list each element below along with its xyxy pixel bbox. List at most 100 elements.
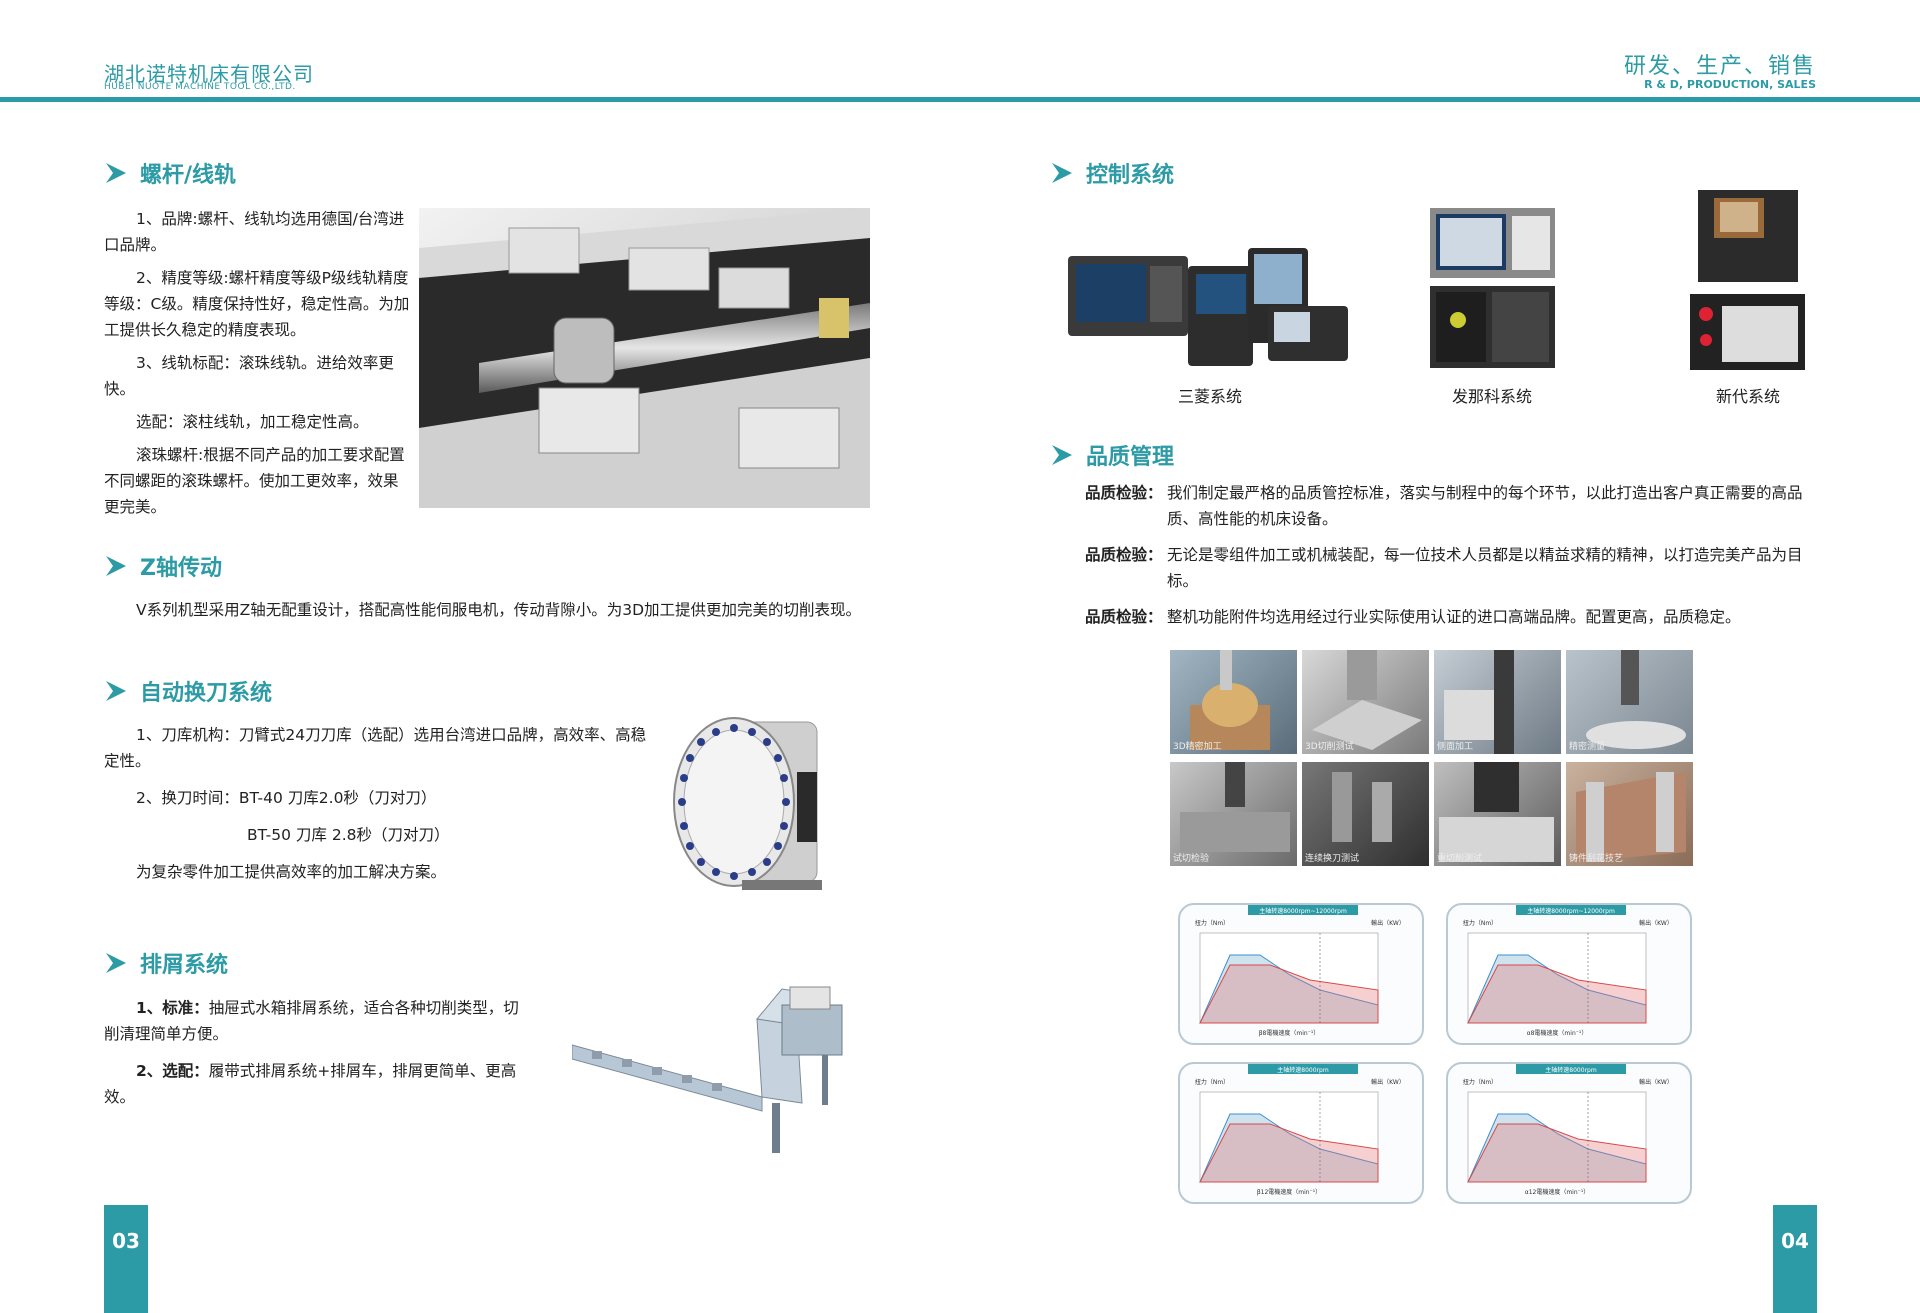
tool-magazine-photo	[672, 712, 842, 902]
chart-title-bar	[1248, 1064, 1358, 1074]
gallery-photo: 连续换刀测试	[1302, 762, 1429, 866]
quality-photo-gallery: 3D精密加工 3D切削测试 侧面加工 精密测量 试切检验 连续换刀测试 重切削测…	[1170, 650, 1695, 866]
chart-ylabel-right: 輸出（KW）	[1371, 919, 1405, 927]
chevron-right-icon	[106, 953, 126, 973]
power-curve	[1467, 1123, 1647, 1183]
gallery-label: 铸件刮花技艺	[1569, 854, 1624, 864]
quality-label: 品质检验：	[1085, 484, 1163, 502]
quality-item: 品质检验： 我们制定最严格的品质管控标准，落实与制程中的每个环节，以此打造出客户…	[1085, 480, 1820, 532]
chart-title-bar	[1248, 905, 1358, 915]
chart-title-bar	[1516, 905, 1626, 915]
section-title: 控制系统	[1086, 163, 1175, 188]
paragraph: 2、精度等级:螺杆精度等级P级线轨精度等级：C级。精度保持性好，稳定性高。为加工…	[104, 269, 410, 339]
syntec-controller-image	[1690, 190, 1805, 370]
chart-xlabel: β8電機速度（min⁻¹）	[1259, 1029, 1320, 1037]
text: 履带式排屑系统+排屑车，排屑更简单、更高效。	[104, 1062, 517, 1106]
section-title: 螺杆/线轨	[140, 163, 237, 188]
caption-mitsubishi: 三菱系统	[1177, 387, 1242, 406]
chart-ylabel-left: 扭力（Nm）	[1195, 1078, 1229, 1086]
paragraph: 2、换刀时间：BT-40 刀库2.0秒（刀对刀）	[136, 789, 437, 807]
power-chart: 主轴转速8000rpm 扭力（Nm） 輸出（KW） β12電機速度（min⁻¹）	[1178, 1062, 1424, 1204]
paragraph: 1、标准：抽屉式水箱排屑系统，适合各种切削类型，切削清理简单方便。	[104, 995, 534, 1047]
quality-text: 整机功能附件均选用经过行业实际使用认证的进口高端品牌。配置更高，品质稳定。	[1167, 608, 1741, 626]
chart-ylabel-right: 輸出（KW）	[1639, 919, 1673, 927]
section-screw-heading: 螺杆/线轨	[104, 157, 236, 189]
chart-xlabel: β12電機速度（min⁻¹）	[1257, 1188, 1321, 1196]
section-control-heading: 控制系统	[1050, 157, 1174, 189]
section-title: 品质管理	[1086, 445, 1175, 470]
linear-guide-photo	[419, 208, 870, 508]
chart-ylabel-right: 輸出（KW）	[1639, 1078, 1673, 1086]
company-name-en: HUBEI NUOTE MACHINE TOOL CO.,LTD.	[104, 82, 296, 92]
header-divider	[0, 97, 1920, 102]
gallery-photo: 铸件刮花技艺	[1566, 762, 1693, 866]
section-zaxis-heading: Z轴传动	[104, 550, 222, 582]
paragraph: 1、刀库机构：刀臂式24刀刀库（选配）选用台湾进口品牌，高效率、高稳定性。	[104, 726, 647, 770]
quality-text: 无论是零组件加工或机械装配，每一位技术人员都是以精益求精的精神，以打造完美产品为…	[1167, 546, 1803, 590]
power-chart: 主轴转速8000rpm~12000rpm 扭力（Nm） 輸出（KW） α8電機速度（m…	[1446, 903, 1692, 1045]
caption-syntec: 新代系统	[1715, 387, 1780, 406]
gallery-photo: 3D切削测试	[1302, 650, 1429, 754]
paragraph: 滚珠螺杆:根据不同产品的加工要求配置不同螺距的滚珠螺杆。使加工更效率，效果更完美…	[104, 446, 405, 516]
section-quality-heading: 品质管理	[1050, 439, 1174, 471]
chart-xlabel: α12電機速度（min⁻¹）	[1525, 1188, 1589, 1196]
paragraph: BT-50 刀库 2.8秒（刀对刀）	[247, 826, 450, 844]
gallery-label: 精密测量	[1569, 742, 1606, 752]
gallery-photo: 试切检验	[1170, 762, 1297, 866]
chart-ylabel-left: 扭力（Nm）	[1463, 919, 1497, 927]
caption-fanuc: 发那科系统	[1451, 387, 1532, 406]
fanuc-controller-image	[1430, 208, 1555, 368]
chart-ylabel-left: 扭力（Nm）	[1195, 919, 1229, 927]
quality-label: 品质检验：	[1085, 546, 1163, 564]
label: 2、选配：	[136, 1062, 209, 1080]
chip-text: 1、标准：抽屉式水箱排屑系统，适合各种切削类型，切削清理简单方便。 2、选配：履…	[104, 995, 534, 1110]
chart-xlabel: α8電機速度（min⁻¹）	[1527, 1029, 1588, 1037]
quality-list: 品质检验： 我们制定最严格的品质管控标准，落实与制程中的每个环节，以此打造出客户…	[1085, 480, 1820, 630]
gallery-label: 连续换刀测试	[1305, 854, 1360, 864]
paragraph: 3、线轨标配：滚珠线轨。进给效率更快。	[104, 354, 394, 398]
chevron-right-icon	[106, 556, 126, 576]
text: 抽屉式水箱排屑系统，适合各种切削类型，切削清理简单方便。	[104, 999, 519, 1043]
quality-item: 品质检验： 整机功能附件均选用经过行业实际使用认证的进口高端品牌。配置更高，品质…	[1085, 604, 1820, 630]
gallery-label: 侧面加工	[1437, 742, 1474, 752]
section-chip-heading: 排屑系统	[104, 947, 228, 979]
quality-label: 品质检验：	[1085, 608, 1163, 626]
power-chart: 主轴转速8000rpm~12000rpm 扭力（Nm） 輸出（KW） β8電機速度（m…	[1178, 903, 1424, 1045]
chevron-right-icon	[106, 681, 126, 701]
chart-title: 主轴转速8000rpm	[1277, 1066, 1329, 1074]
power-curve	[1199, 964, 1379, 1024]
chart-title: 主轴转速8000rpm~12000rpm	[1527, 907, 1615, 915]
company-name-cn: 湖北诺特机床有限公司	[104, 62, 314, 86]
section-atc-heading: 自动换刀系统	[104, 675, 272, 707]
chart-ylabel-left: 扭力（Nm）	[1463, 1078, 1497, 1086]
chevron-right-icon	[106, 163, 126, 183]
atc-text: 1、刀库机构：刀臂式24刀刀库（选配）选用台湾进口品牌，高效率、高稳定性。 2、…	[104, 722, 659, 885]
chart-title: 主轴转速8000rpm~12000rpm	[1259, 907, 1347, 915]
gallery-photo: 精密测量	[1566, 650, 1693, 754]
screw-text: 1、品牌:螺杆、线轨均选用德国/台湾进口品牌。 2、精度等级:螺杆精度等级P级线…	[104, 206, 412, 520]
chart-ylabel-right: 輸出（KW）	[1371, 1078, 1405, 1086]
gallery-photo: 侧面加工	[1434, 650, 1561, 754]
gallery-label: 试切检验	[1173, 854, 1210, 864]
section-title: 自动换刀系统	[140, 681, 273, 706]
paragraph: 选配：滚柱线轨，加工稳定性高。	[136, 413, 369, 431]
paragraph: 1、品牌:螺杆、线轨均选用德国/台湾进口品牌。	[104, 210, 405, 254]
section-title: Z轴传动	[140, 556, 222, 581]
chart-title: 主轴转速8000rpm	[1545, 1066, 1597, 1074]
chart-title-bar	[1516, 1064, 1626, 1074]
gallery-label: 3D精密加工	[1173, 742, 1222, 752]
power-curve	[1467, 964, 1647, 1024]
gallery-label: 3D切削测试	[1305, 742, 1354, 752]
paragraph: 为复杂零件加工提供高效率的加工解决方案。	[136, 863, 447, 881]
tagline-cn: 研发、生产、销售	[1623, 54, 1816, 79]
power-chart: 主轴转速8000rpm 扭力（Nm） 輸出（KW） α12電機速度（min⁻¹）	[1446, 1062, 1692, 1204]
chevron-right-icon	[1052, 445, 1072, 465]
mitsubishi-controller-image	[1068, 246, 1348, 366]
chip-conveyor-photo	[571, 985, 878, 1155]
page-number-left: 03	[104, 1205, 148, 1313]
label: 1、标准：	[136, 999, 209, 1017]
paragraph: 2、选配：履带式排屑系统+排屑车，排屑更简单、更高效。	[104, 1058, 534, 1110]
power-curve	[1199, 1123, 1379, 1183]
quality-item: 品质检验： 无论是零组件加工或机械装配，每一位技术人员都是以精益求精的精神，以打…	[1085, 542, 1820, 594]
gallery-photo: 3D精密加工	[1170, 650, 1297, 754]
